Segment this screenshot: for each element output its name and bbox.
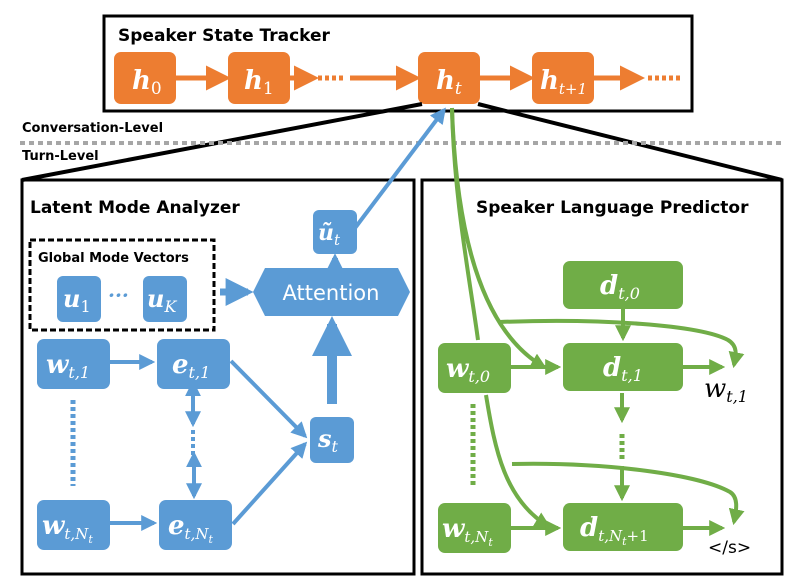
d-tNt1-base: d	[580, 513, 598, 543]
u-tilde-sub: t	[334, 231, 341, 249]
output-end-of-sentence: </s>	[708, 538, 751, 558]
ht-sub: t	[455, 79, 462, 99]
e-tNt-subsub: t	[208, 533, 213, 546]
out-w-base: w	[704, 374, 726, 404]
h1-base: h	[244, 66, 263, 96]
d-t0-base: d	[600, 271, 618, 301]
d-tNt1-suffix: +1	[627, 527, 649, 545]
curve-wt0-eos	[511, 461, 745, 526]
svg-text:ht: ht	[436, 66, 462, 99]
global-mode-vectors-label: Global Mode Vectors	[38, 251, 189, 266]
curve-wt0-dtN	[484, 394, 551, 528]
e-t1-base: e	[172, 350, 189, 380]
e-tNt-sub: t,N	[185, 525, 210, 543]
w-tNt-base: w	[42, 511, 66, 541]
s-t-sub: t	[332, 437, 339, 456]
d-tNt1-sub: t,N	[598, 527, 623, 545]
svg-text:ht+1: ht+1	[540, 66, 587, 98]
latent-mode-analyzer-box	[20, 178, 416, 576]
e-t1-sub: t,1	[189, 363, 211, 382]
arrow-utilde-ht	[350, 107, 446, 234]
w-tNt-subsub: t	[88, 533, 93, 546]
u1-base: u	[63, 284, 80, 313]
w-t0-sub: t,0	[468, 367, 490, 386]
uK-base: u	[147, 284, 164, 313]
e-tNt-base: e	[168, 511, 185, 541]
h0-base: h	[132, 66, 151, 96]
svg-text:dt,Nt+1: dt,Nt+1	[580, 513, 649, 548]
h0-sub: 0	[151, 79, 162, 99]
curve-ht-dt1	[450, 107, 547, 369]
summary-node-s-t: st	[310, 417, 354, 463]
arrow-eN-st	[231, 441, 308, 526]
svg-text:dt,1: dt,1	[603, 353, 643, 385]
u-tilde-base: ũ	[318, 220, 334, 246]
mode-vector-uK: uK	[143, 276, 187, 322]
ht1-sub: t+1	[559, 80, 587, 98]
d-tNt1-subsub: t	[622, 535, 627, 548]
decoder-node-d-t0: dt,0	[563, 261, 683, 309]
svg-text:ũt: ũt	[318, 220, 341, 249]
uK-sub: K	[163, 297, 177, 316]
d-t1-sub: t,1	[621, 366, 643, 385]
embed-node-e-tNt: et,Nt	[159, 500, 232, 550]
w-tNt-g-base: w	[442, 514, 466, 544]
w-tNt-g-subsub: t	[488, 536, 493, 549]
curve-ht-wt1-out	[499, 318, 745, 369]
speaker-language-predictor-title: Speaker Language Predictor	[476, 198, 749, 218]
out-w-sub: t,1	[726, 387, 748, 406]
svg-text:st: st	[317, 424, 339, 456]
svg-text:et,Nt: et,Nt	[168, 511, 213, 546]
latent-mode-analyzer-title: Latent Mode Analyzer	[30, 198, 240, 218]
word-node-w-t1: wt,1	[37, 339, 110, 389]
arrow-e1-st	[229, 359, 308, 439]
s-t-base: s	[317, 424, 332, 453]
global-mode-vectors-box	[28, 238, 216, 332]
zoom-line-right	[477, 102, 783, 182]
svg-text:wt,0: wt,0	[446, 354, 490, 386]
output-w-t1: wt,1	[704, 374, 748, 406]
svg-text:wt,Nt: wt,Nt	[442, 514, 493, 549]
w-tNt-g-sub: t,N	[464, 528, 489, 546]
state-node-ht: ht	[418, 52, 480, 104]
input-node-w-tNt: wt,Nt	[438, 503, 511, 553]
input-node-w-t0: wt,0	[438, 343, 511, 393]
h1-sub: 1	[263, 79, 274, 99]
word-node-w-tNt: wt,Nt	[37, 500, 110, 550]
d-t0-sub: t,0	[618, 284, 640, 303]
mode-vectors-ellipsis: ···	[108, 283, 129, 307]
d-t1-base: d	[603, 353, 621, 383]
w-tNt-sub: t,N	[64, 525, 89, 543]
svg-text:uK: uK	[147, 284, 177, 316]
w-t1-base: w	[46, 350, 70, 380]
speaker-state-tracker-box	[102, 14, 694, 113]
attention-label: Attention	[283, 281, 380, 305]
svg-text:et,1: et,1	[172, 350, 210, 382]
mode-vector-u1: u1	[57, 276, 101, 322]
state-node-h0: h0	[114, 52, 176, 104]
svg-text:h1: h1	[244, 66, 274, 99]
speaker-state-tracker-title: Speaker State Tracker	[118, 26, 331, 46]
turn-level-label: Turn-Level	[22, 149, 99, 164]
svg-text:u1: u1	[63, 284, 91, 316]
svg-text:wt,1: wt,1	[46, 350, 90, 382]
u-tilde-node: ũt	[313, 210, 357, 254]
speaker-language-predictor-box	[420, 178, 784, 576]
state-node-h1: h1	[228, 52, 290, 104]
state-node-ht1: ht+1	[532, 52, 594, 104]
w-t1-sub: t,1	[68, 363, 90, 382]
u1-sub: 1	[80, 297, 90, 316]
decoder-node-d-tNt1: dt,Nt+1	[563, 503, 683, 551]
svg-text:wt,Nt: wt,Nt	[42, 511, 93, 546]
w-t0-base: w	[446, 354, 470, 384]
decoder-node-d-t1: dt,1	[563, 343, 683, 391]
conversation-level-label: Conversation-Level	[22, 121, 163, 136]
svg-text:dt,0: dt,0	[600, 271, 640, 303]
ht-base: h	[436, 66, 455, 96]
ht1-base: h	[540, 66, 559, 96]
attention-block: Attention	[253, 268, 410, 316]
embed-node-e-t1: et,1	[157, 339, 230, 389]
svg-text:h0: h0	[132, 66, 162, 99]
